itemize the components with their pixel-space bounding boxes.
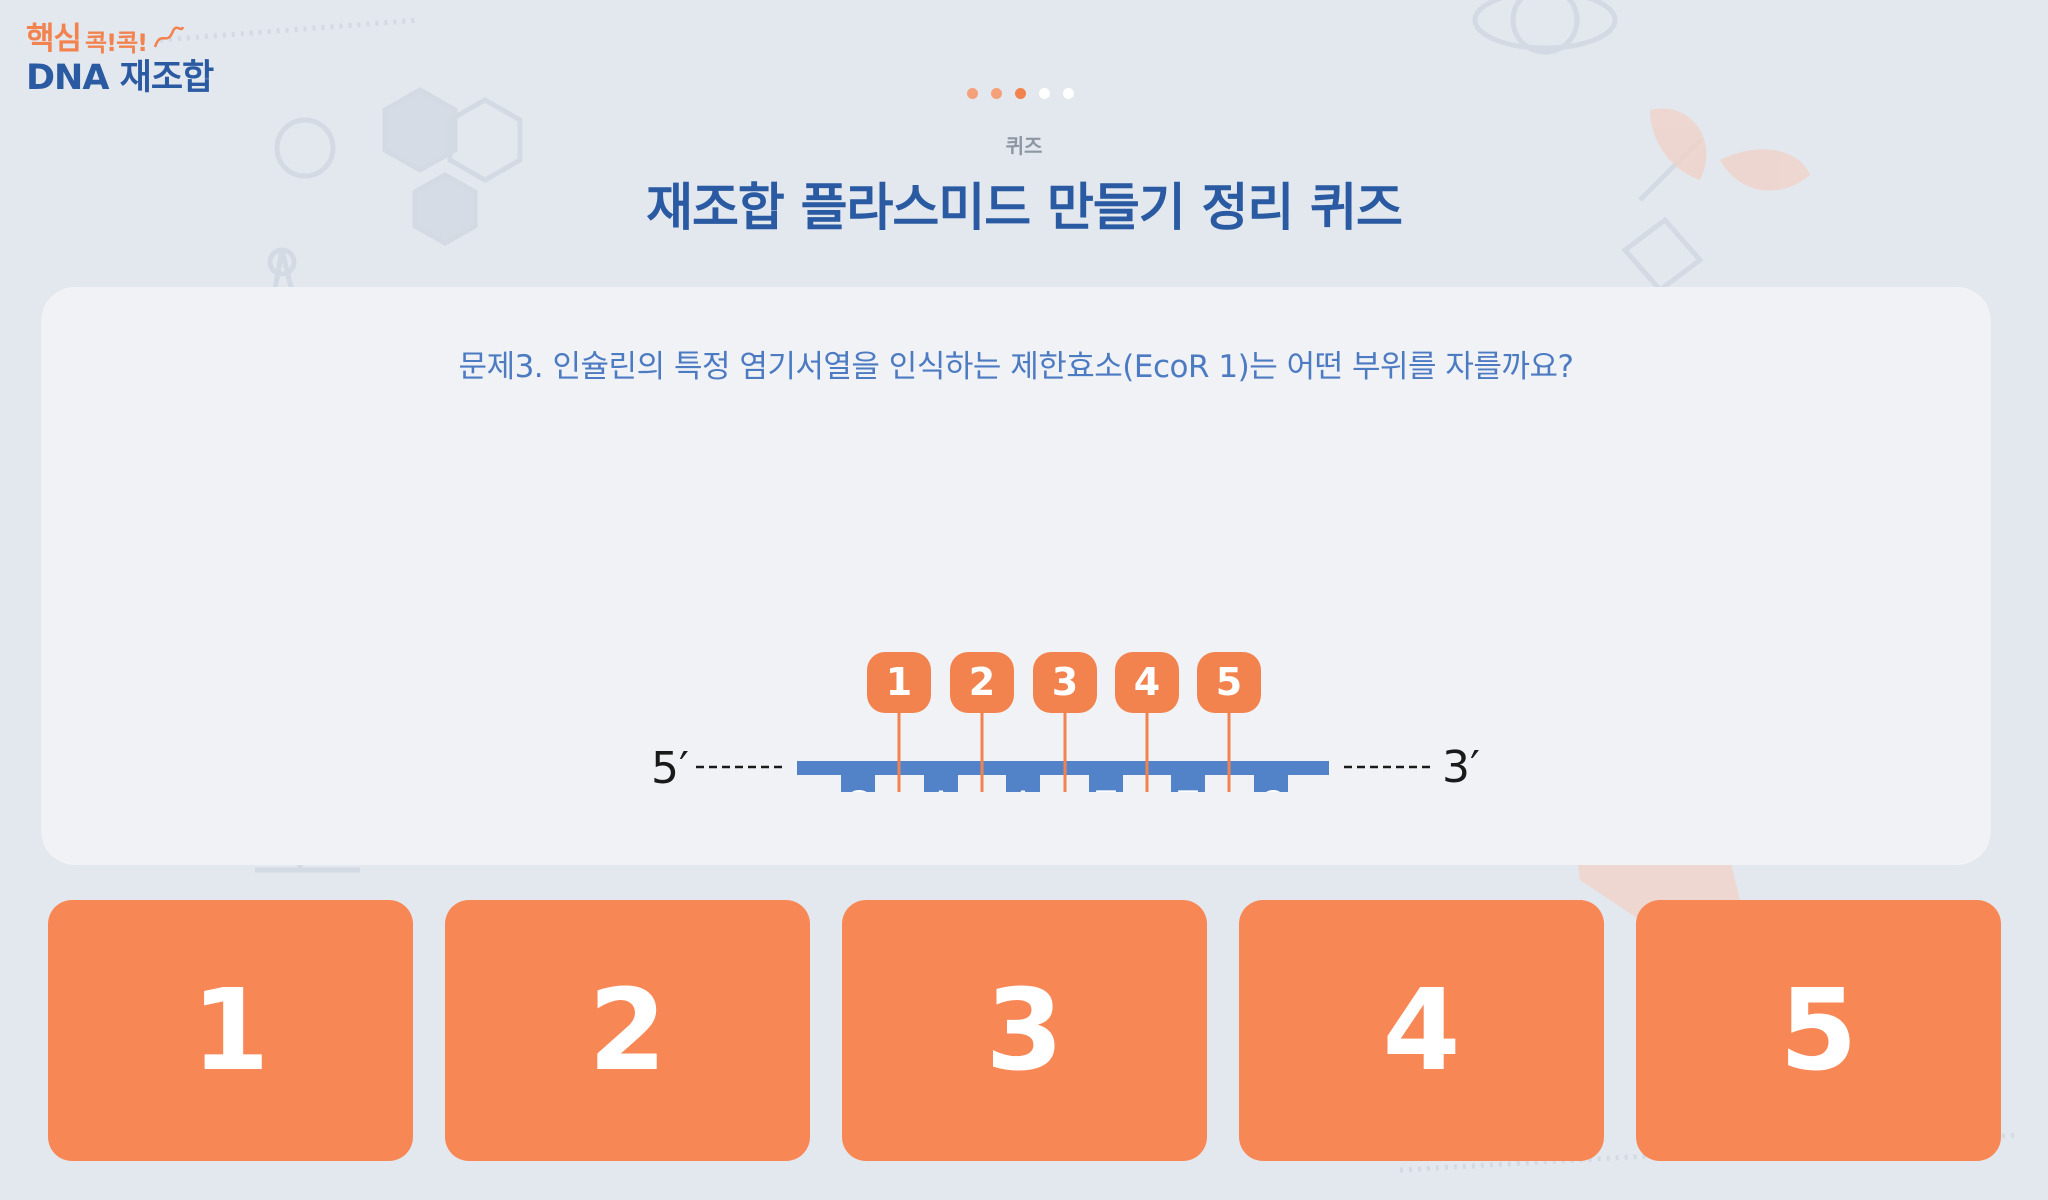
cut-marker: [1115, 652, 1179, 713]
dna-strand-diagram: 5′ 3′ G A A T T C 1 2: [651, 652, 1480, 792]
answer-button-4[interactable]: 4: [1239, 900, 1604, 1161]
base-label: T: [1095, 784, 1116, 792]
base-a: [1006, 772, 1040, 792]
base-label: A: [1012, 784, 1034, 792]
base-label: G: [846, 784, 871, 792]
compass-decoration: [267, 247, 297, 277]
progress-dot: [967, 88, 978, 99]
cut-marker: [950, 652, 1014, 713]
progress-indicator: [967, 88, 1074, 99]
atom-decoration: [1472, 0, 1618, 51]
dna-icon: [153, 26, 185, 48]
answer-options: 1 2 3 4 5: [48, 900, 2001, 1161]
cut-marker-label: 1: [886, 660, 912, 704]
base-g: [841, 772, 875, 792]
page-title: 재조합 플라스미드 만들기 정리 퀴즈: [646, 179, 1403, 238]
cut-marker: [1033, 652, 1097, 713]
question-text: 문제3. 인슐린의 특정 염기서열을 인식하는 제한효소(EcoR 1)는 어떤…: [458, 349, 1574, 385]
answer-button-3[interactable]: 3: [842, 900, 1207, 1161]
question-card: 문제3. 인슐린의 특정 염기서열을 인식하는 제한효소(EcoR 1)는 어떤…: [41, 287, 1991, 865]
base-label: C: [1260, 784, 1282, 792]
logo-keyword: 핵심: [26, 21, 82, 57]
base-t: [1171, 772, 1205, 792]
progress-dot-current: [1015, 88, 1026, 99]
atom-decoration: [1510, 0, 1580, 55]
answer-button-1[interactable]: 1: [48, 900, 413, 1161]
cut-marker-label: 4: [1134, 660, 1160, 704]
progress-dot: [1063, 88, 1074, 99]
base-label: A: [930, 784, 952, 792]
app-logo: 핵심 콕!콕! DNA 재조합: [26, 21, 214, 98]
cut-marker: [867, 652, 931, 713]
base-t: [1089, 772, 1123, 792]
three-prime-label: 3′: [1442, 742, 1480, 792]
base-label: T: [1177, 784, 1198, 792]
progress-dot: [991, 88, 1002, 99]
dna-backbone: [797, 761, 1329, 775]
answer-button-5[interactable]: 5: [1636, 900, 2001, 1161]
base-c: [1254, 772, 1288, 792]
five-prime-label: 5′: [651, 743, 689, 792]
logo-subject: DNA 재조합: [26, 58, 214, 98]
cut-marker-label: 5: [1216, 660, 1242, 704]
section-label: 퀴즈: [1005, 134, 1043, 158]
progress-dot: [1039, 88, 1050, 99]
base-a: [924, 772, 958, 792]
cut-marker-label: 3: [1052, 660, 1078, 704]
logo-tagline: 콕!콕!: [85, 29, 148, 57]
answer-button-2[interactable]: 2: [445, 900, 810, 1161]
cut-marker-label: 2: [969, 660, 995, 704]
cut-marker: [1197, 652, 1261, 713]
